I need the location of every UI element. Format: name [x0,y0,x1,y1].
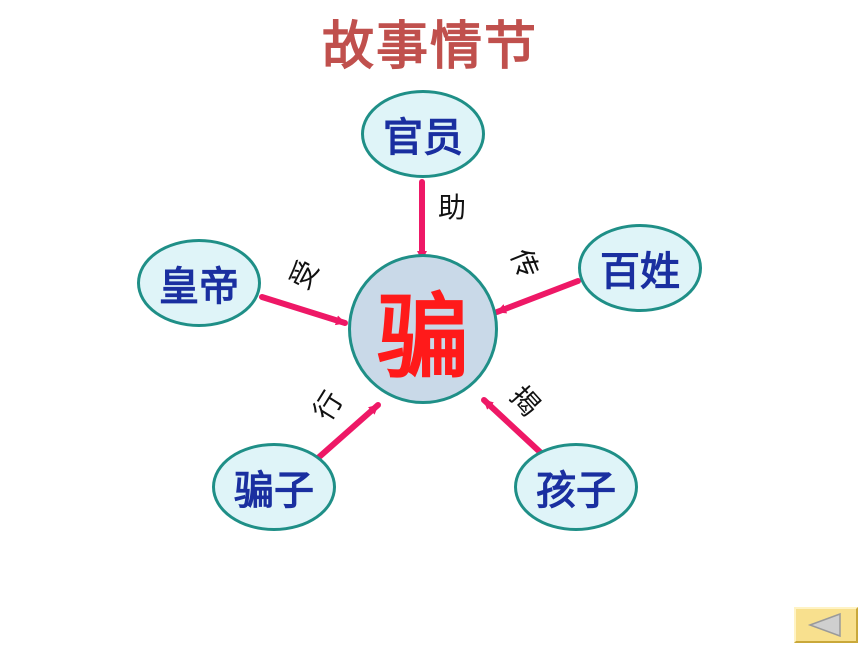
node-swindler: 骗子 [212,443,336,531]
back-button[interactable] [794,607,858,643]
node-people: 百姓 [578,224,702,312]
left-triangle-icon [807,612,841,638]
verb-help: 助 [438,191,467,224]
node-child: 孩子 [514,443,638,531]
page-title: 故事情节 [321,16,538,77]
center-node-deceive: 骗 [348,254,498,404]
arrow-swindler [315,402,381,461]
arrow-child [481,397,543,455]
node-official: 官员 [361,90,485,178]
arrow-emperor [259,294,348,326]
arrow-people [494,278,581,315]
node-emperor: 皇帝 [137,239,261,327]
